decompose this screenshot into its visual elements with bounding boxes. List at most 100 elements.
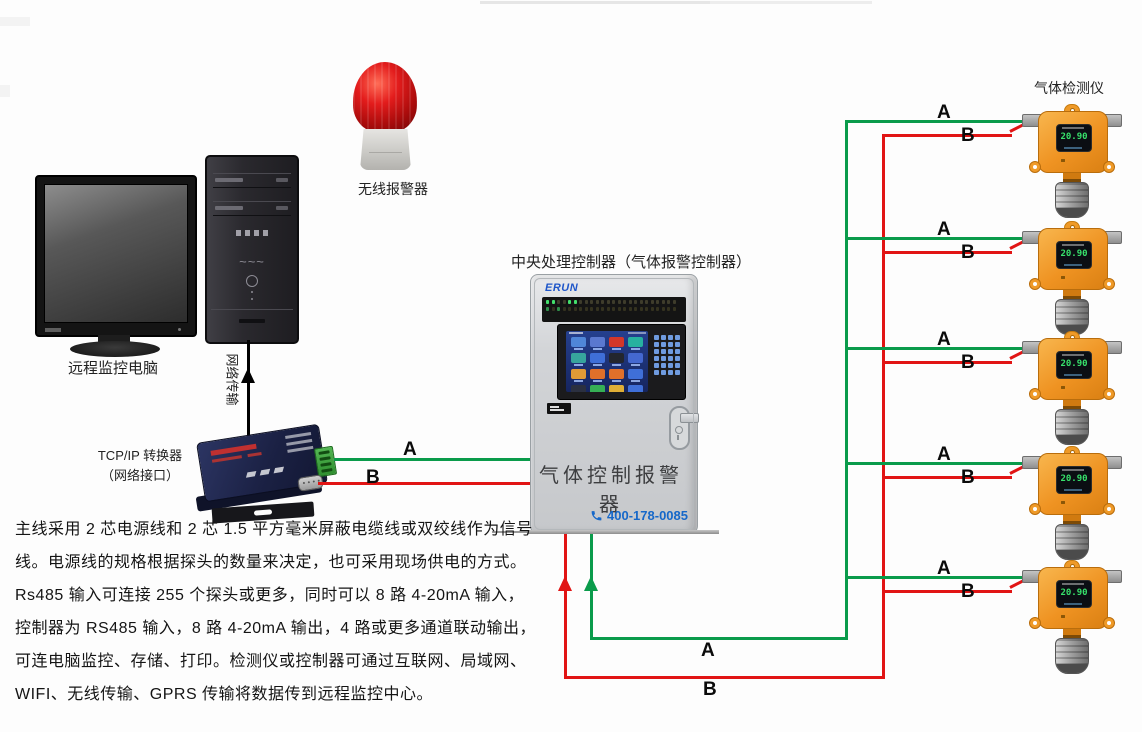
branch-a-wire (845, 347, 1024, 350)
branch-b-wire (882, 251, 1012, 254)
rating-label (547, 403, 571, 414)
monitor-logo (45, 328, 61, 332)
branch-a-wire (845, 462, 1024, 465)
tcpip-converter (192, 423, 342, 529)
gas-detector: 20.90 (1022, 221, 1122, 339)
keypad-key (654, 349, 659, 354)
screen-header (628, 332, 646, 334)
gas-detector: 20.90 (1022, 560, 1122, 678)
led-dot (584, 307, 588, 311)
detector-screen: 20.90 (1056, 241, 1092, 269)
keypad-key (668, 342, 673, 347)
app-icon-grid (571, 337, 645, 392)
detector-neck (1063, 400, 1081, 409)
wire-a-label: A (403, 439, 417, 460)
led-dot (590, 307, 593, 311)
bus-a-run (590, 637, 848, 640)
branch-a-wire (845, 237, 1024, 240)
tcpip-label: TCP/IP 转换器 （网络接口） (96, 446, 184, 486)
power-button (246, 275, 258, 287)
keypad-key (661, 335, 666, 340)
led-dot (623, 300, 626, 304)
led-dot (551, 307, 555, 311)
branch-a-wire (845, 576, 1024, 579)
led-dot (573, 307, 577, 311)
app-icon (590, 369, 605, 382)
branch-a-label: A (937, 329, 951, 350)
detector-mount-ear (1029, 161, 1041, 173)
led-dot (568, 300, 571, 304)
led-indicator-strip (542, 297, 686, 322)
bus-b-drop (564, 534, 567, 678)
description-line: 控制器为 RS485 输入，8 路 4-20mA 输出，4 路或更多通道联动输出… (15, 620, 537, 637)
detector-mount-ear (1103, 617, 1115, 629)
pc-tower: ~~~ (205, 155, 299, 344)
led-dot (650, 300, 654, 304)
branch-b-wire (882, 590, 1012, 593)
led-dot (645, 300, 648, 304)
scan-artifact (480, 1, 710, 4)
led-dot (546, 300, 549, 304)
keypad-key (675, 349, 680, 354)
led-dot (617, 307, 621, 311)
gas-detector: 20.90 (1022, 331, 1122, 449)
app-icon (590, 385, 605, 392)
led-dot (606, 307, 610, 311)
description-line: 线。电源线的规格根据探头的数量来决定，也可采用现场供电的方式。 (15, 554, 527, 571)
controller-device-name: 气体控制报警器 (539, 465, 683, 516)
network-arrow-up (241, 368, 255, 383)
keypad-key (668, 349, 673, 354)
mounting-rail (527, 530, 719, 534)
detector-neck (1063, 629, 1081, 638)
led-dot (579, 307, 582, 311)
led-dot (601, 300, 604, 304)
led-dot (661, 307, 665, 311)
detector-mount-ear (1103, 161, 1115, 173)
led-dot (656, 307, 659, 311)
brand-logo: ERUN (545, 282, 579, 294)
app-icon (628, 369, 643, 382)
detector-screen: 20.90 (1056, 466, 1092, 494)
detector-mount-ear (1103, 503, 1115, 515)
keypad-key (675, 356, 680, 361)
detector-body: 20.90 (1038, 111, 1108, 173)
screen-bezel (557, 324, 686, 400)
led-dot (667, 307, 670, 311)
app-icon (609, 353, 624, 366)
led-dot (628, 307, 632, 311)
description-line: 可连电脑监控、存储、打印。检测仪或控制器可通过互联网、局域网、 (15, 653, 527, 670)
monitor-base (70, 341, 160, 357)
led-dot (595, 307, 599, 311)
wire-b-converter (318, 482, 531, 485)
detector-reading: 20.90 (1060, 132, 1088, 142)
detector-screen: 20.90 (1056, 351, 1092, 379)
branch-b-label: B (961, 352, 975, 373)
keypad-key (654, 356, 659, 361)
gas-detector: 20.90 (1022, 104, 1122, 222)
led-dot (612, 300, 615, 304)
tcpip-label-line2: （网络接口） (100, 468, 179, 483)
led-dot (639, 307, 643, 311)
network-cable (247, 340, 250, 436)
monitor-power-led (178, 328, 181, 331)
keypad-key (661, 370, 666, 375)
keypad-key (661, 349, 666, 354)
alarm-beacon-dome (353, 62, 417, 134)
led-dot (672, 307, 676, 311)
detector-sensor (1055, 299, 1089, 335)
detector-screen: 20.90 (1056, 124, 1092, 152)
rs485-terminal-block (313, 445, 338, 478)
led-dot (557, 300, 560, 304)
keypad-key (654, 370, 659, 375)
branch-b-wire (882, 361, 1012, 364)
led-dot (672, 300, 676, 304)
keypad-key (675, 363, 680, 368)
branch-b-label: B (961, 581, 975, 602)
detector-reading: 20.90 (1060, 588, 1088, 598)
detector-mount-ear (1029, 503, 1041, 515)
phone-icon (591, 511, 602, 521)
wireless-alarm-label: 无线报警器 (358, 181, 428, 197)
app-icon (609, 337, 624, 350)
app-icon (609, 369, 624, 382)
